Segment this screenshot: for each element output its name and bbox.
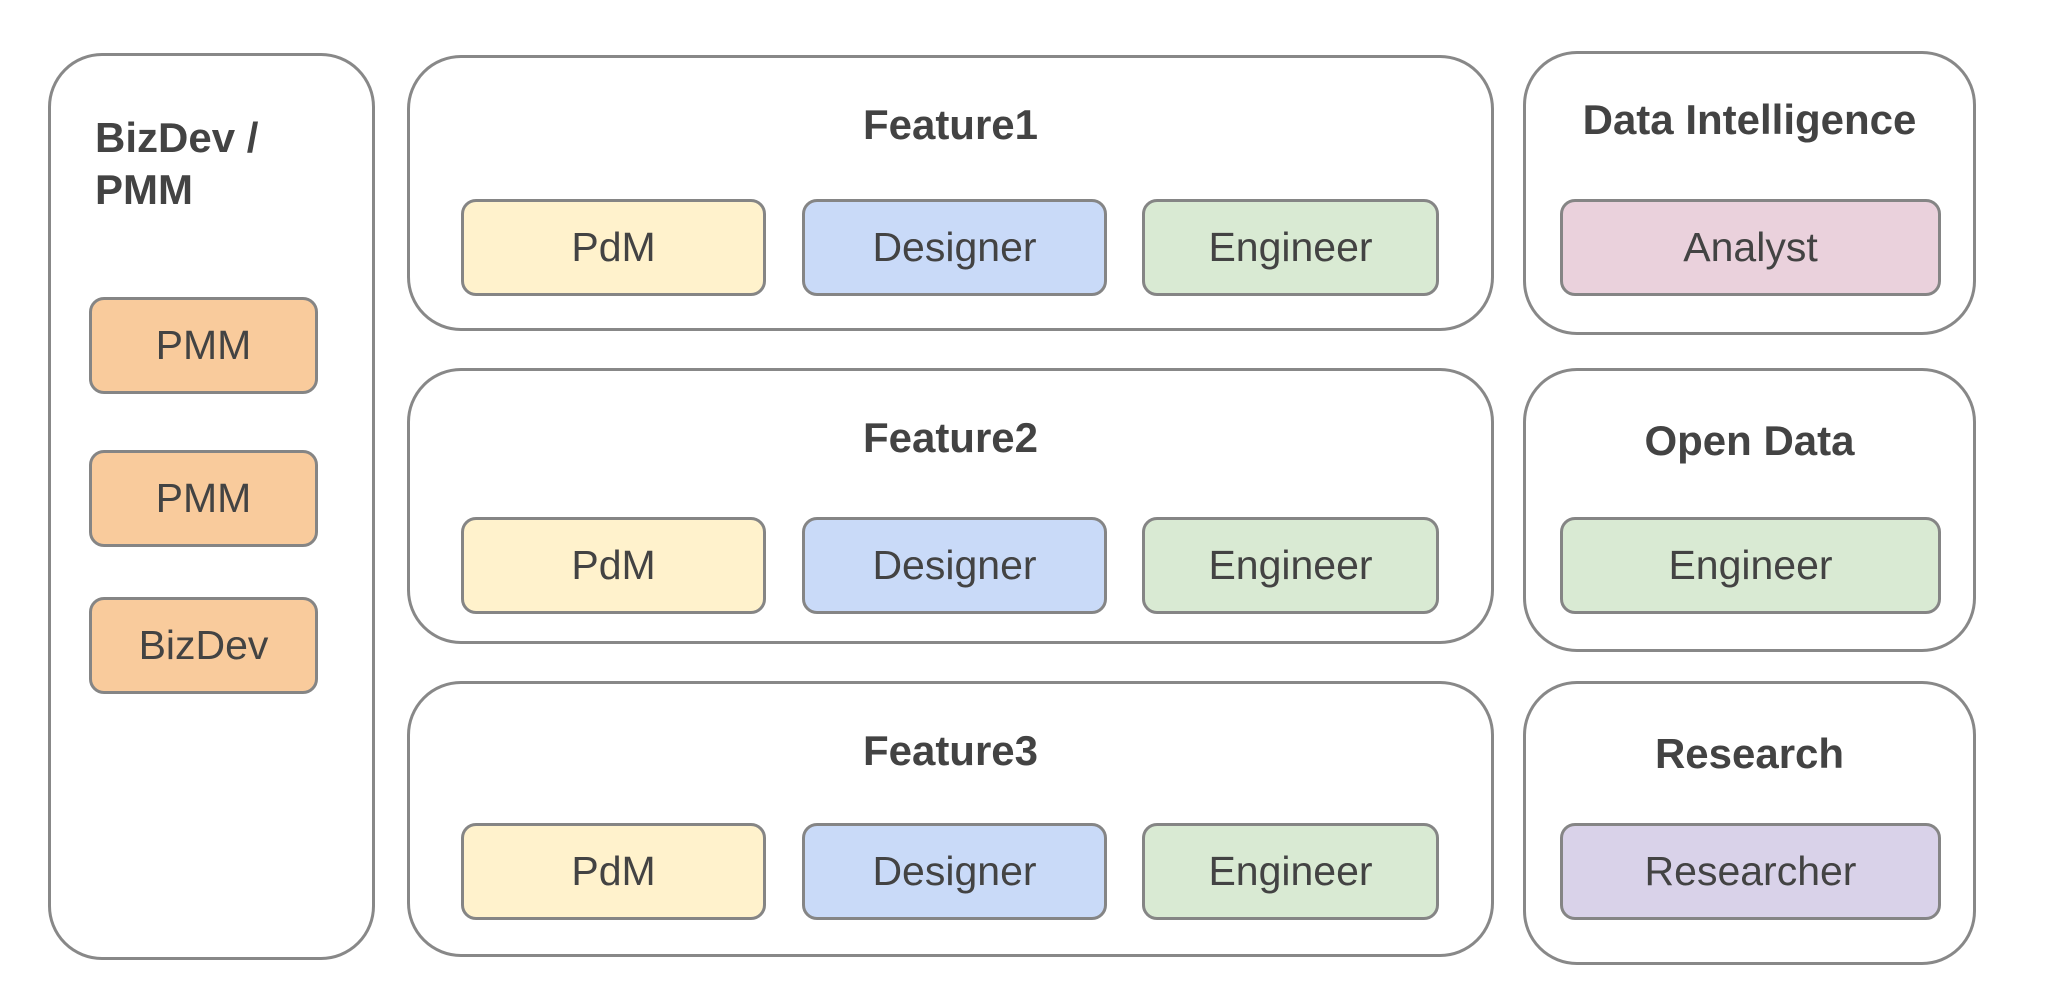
role-pmm-2: PMM [89,450,318,547]
feature2-title: Feature2 [862,414,1039,461]
feature3-title: Feature3 [862,727,1039,774]
feature2-role-designer: Designer [802,517,1107,614]
feature1-role-engineer: Engineer [1142,199,1439,296]
feature1-title: Feature1 [862,101,1039,148]
feature2-role-engineer: Engineer [1142,517,1439,614]
bizdev-pmm-title-line1: BizDev / [95,114,259,161]
open-data-title: Open Data [1644,417,1855,464]
role-open-data-engineer: Engineer [1560,517,1941,614]
role-bizdev: BizDev [89,597,318,694]
bizdev-pmm-title-line2: PMM [95,166,193,213]
bizdev-pmm-title: BizDev / PMM [95,112,258,216]
role-analyst: Analyst [1560,199,1941,296]
role-researcher: Researcher [1560,823,1941,920]
feature3-role-engineer: Engineer [1142,823,1439,920]
feature3-role-designer: Designer [802,823,1107,920]
data-intelligence-title: Data Intelligence [1582,96,1917,143]
role-pmm-1: PMM [89,297,318,394]
research-title: Research [1654,730,1845,777]
feature1-role-designer: Designer [802,199,1107,296]
feature1-role-pdm: PdM [461,199,766,296]
feature2-role-pdm: PdM [461,517,766,614]
feature3-role-pdm: PdM [461,823,766,920]
